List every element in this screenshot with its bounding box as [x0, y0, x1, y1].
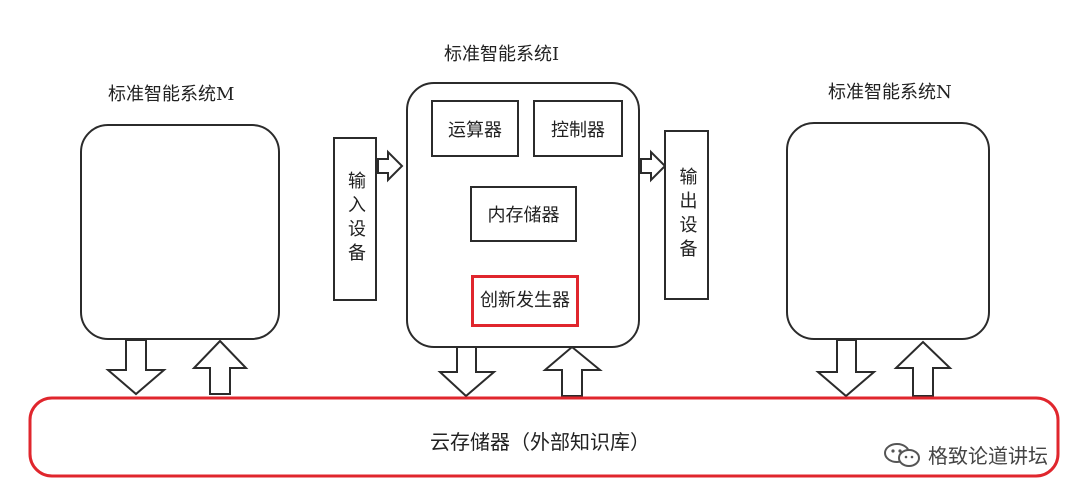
- innovation-generator-box: 创新发生器: [471, 275, 579, 327]
- cloud-storage-label: 云存储器（外部知识库）: [430, 430, 650, 454]
- watermark: 格致论道讲坛: [882, 440, 1048, 469]
- output-device-box: 输出设备: [664, 130, 709, 300]
- system-m-title: 标准智能系统M: [108, 84, 235, 105]
- controller-box: 控制器: [533, 100, 623, 157]
- cloud-storage-border: [28, 396, 1060, 478]
- system-i-down-arrow: [437, 346, 497, 398]
- system-m-down-arrow: [105, 339, 167, 396]
- system-n-box: [786, 122, 990, 340]
- memory-box: 内存储器: [470, 186, 577, 242]
- system-n-down-arrow: [815, 339, 877, 398]
- system-n-up-arrow: [893, 340, 953, 397]
- system-m-up-arrow: [191, 339, 249, 395]
- system-i-title: 标准智能系统I: [444, 44, 560, 65]
- input-arrow: [377, 149, 404, 183]
- system-m-box: [80, 124, 280, 340]
- watermark-text: 格致论道讲坛: [928, 444, 1048, 468]
- wechat-icon: [884, 442, 920, 467]
- input-device-box: 输入设备: [333, 137, 377, 301]
- system-i-up-arrow: [542, 345, 603, 397]
- alu-box: 运算器: [431, 100, 519, 157]
- output-arrow: [640, 149, 667, 183]
- system-n-title: 标准智能系统N: [828, 82, 952, 103]
